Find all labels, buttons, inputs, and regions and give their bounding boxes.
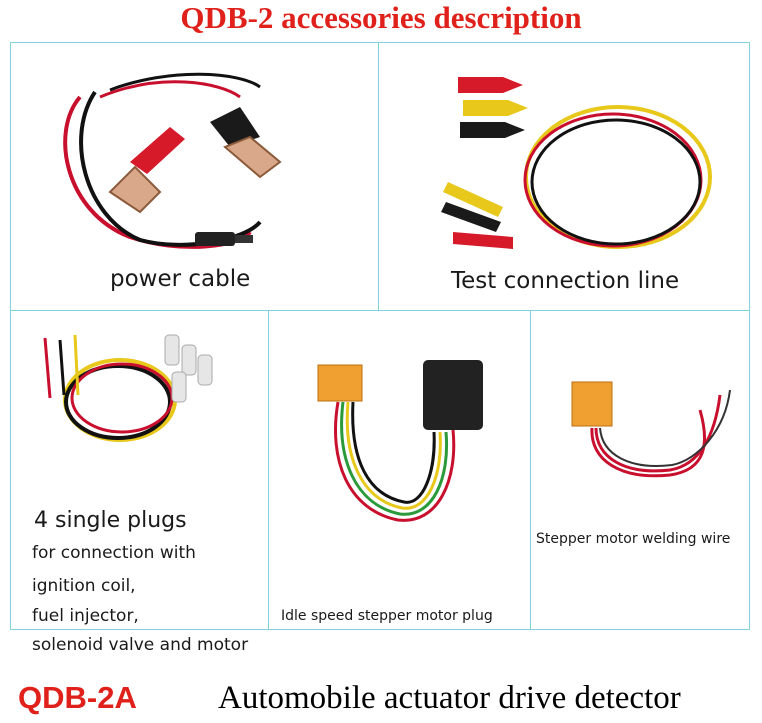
- accessories-grid: power cable Test connection line: [10, 42, 750, 655]
- grid-col-divider-bottom-1: [268, 310, 269, 630]
- grid-col-divider-top: [378, 42, 379, 310]
- grid-border-top: [10, 42, 750, 43]
- grid-border-right: [749, 42, 750, 630]
- single-plugs-line-1: for connection with: [32, 543, 196, 563]
- cell-power-cable: power cable: [10, 42, 378, 310]
- welding-wire-caption: Stepper motor welding wire: [536, 531, 731, 547]
- grid-col-divider-bottom-2: [530, 310, 531, 630]
- single-plugs-line-4: solenoid valve and motor: [32, 635, 249, 655]
- test-line-caption: Test connection line: [451, 268, 680, 294]
- footer-product-code: QDB-2A: [18, 680, 137, 715]
- grid-row-divider: [10, 310, 750, 311]
- single-plugs-line-3: fuel injector,: [32, 606, 139, 626]
- footer-product-name: Automobile actuator drive detector: [218, 680, 681, 716]
- grid-border-left: [10, 42, 11, 630]
- welding-wire-image: [571, 381, 731, 478]
- single-plugs-line-2: ignition coil,: [32, 576, 136, 596]
- stepper-plug-image: [317, 360, 483, 522]
- cell-single-plugs: 4 single plugs for connection with ignit…: [10, 310, 268, 655]
- power-cable-caption: power cable: [110, 266, 251, 292]
- power-cable-image: [63, 72, 282, 249]
- grid-border-bottom: [10, 629, 750, 630]
- cell-stepper-motor-plug: Idle speed stepper motor plug: [268, 310, 530, 630]
- cell-stepper-welding-wire: Stepper motor welding wire: [530, 310, 750, 630]
- page-title: QDB-2 accessories description: [180, 0, 582, 35]
- single-plugs-caption: 4 single plugs: [34, 508, 187, 533]
- stepper-plug-caption: Idle speed stepper motor plug: [281, 608, 493, 624]
- cell-test-connection-line: Test connection line: [378, 42, 750, 310]
- single-plugs-image: [43, 334, 213, 442]
- test-line-image: [441, 77, 712, 249]
